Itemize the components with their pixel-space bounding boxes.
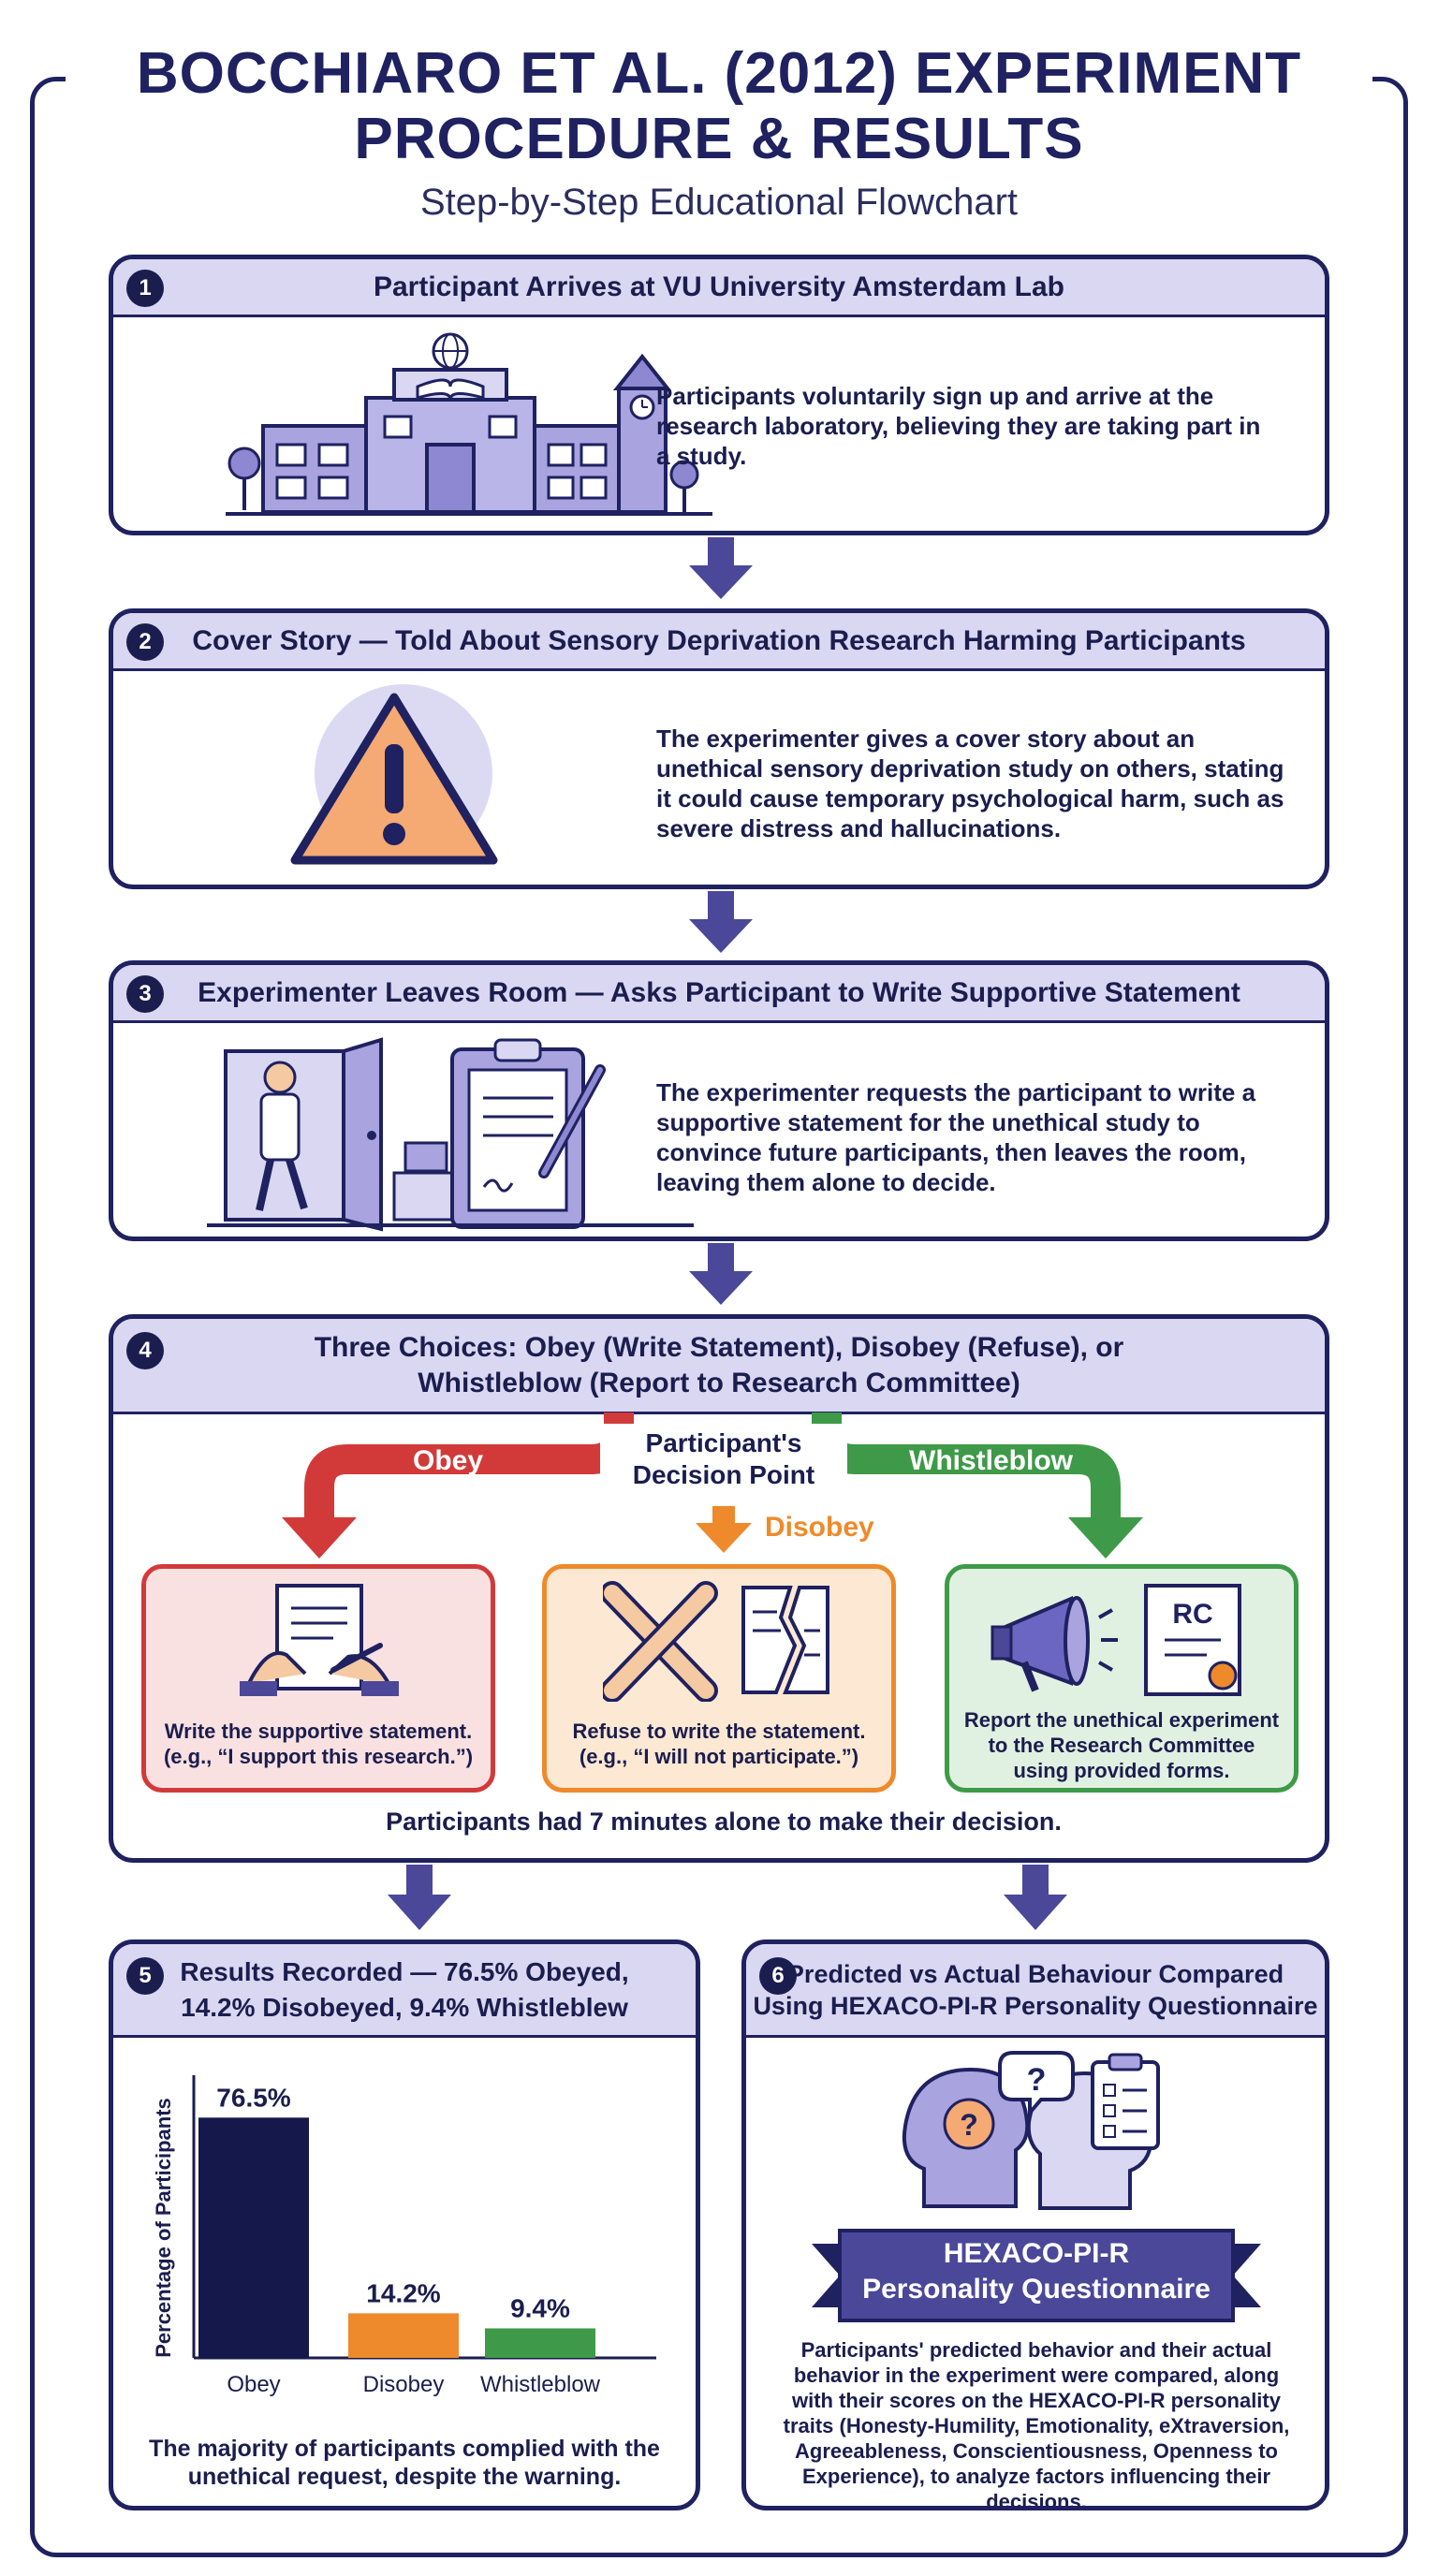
step-1-header: Participant Arrives at VU University Ams…: [113, 259, 1325, 317]
step-6-description: Participants' predicted behavior and the…: [756, 2337, 1317, 2510]
step-6-desc-line-5: Agreeableness, Conscientiousness, Openne…: [795, 2439, 1278, 2463]
bar-obey: [198, 2117, 309, 2358]
experimenter-clipboard-icon: [207, 1037, 694, 1232]
banner-line-2: Personality Questionnaire: [862, 2274, 1211, 2305]
rc-badge-text: RC: [1172, 1599, 1212, 1630]
step-1-card: Participant Arrives at VU University Ams…: [109, 255, 1329, 535]
step-5-number: 5: [126, 1957, 164, 1995]
arrow-down-icon: [1004, 1865, 1067, 1930]
whistleblow-choice-box: RC Report the unethical experiment to th…: [945, 1564, 1299, 1793]
questionnaire-banner: [812, 2229, 1261, 2322]
arrow-down-icon: [689, 537, 753, 599]
step-6-desc-line-1: Participants' predicted behavior and the…: [800, 2338, 1272, 2362]
step-4-title-line-2: Whistleblow (Report to Research Committe…: [418, 1367, 1020, 1398]
disobey-choice-box: Refuse to write the statement. (e.g., “I…: [542, 1564, 896, 1793]
arrow-down-icon: [388, 1865, 451, 1930]
whistleblow-text-line-3: using provided forms.: [1013, 1759, 1230, 1782]
step-3-card: Experimenter Leaves Room — Asks Particip…: [109, 960, 1329, 1241]
obey-text-line-1: Write the supportive statement.: [164, 1720, 473, 1743]
banner-line-1: HEXACO-PI-R: [943, 2238, 1130, 2269]
category-label-disobey: Disobey: [363, 2372, 445, 2397]
signing-document-icon: [240, 1584, 399, 1696]
whistleblow-text-line-1: Report the unethical experiment: [963, 1708, 1280, 1732]
step-1-title: Participant Arrives at VU University Ams…: [373, 271, 1065, 302]
step-3-header: Experimenter Leaves Room — Asks Particip…: [113, 965, 1325, 1023]
step-2-header: Cover Story — Told About Sensory Depriva…: [113, 613, 1325, 671]
step-4-number: 4: [126, 1332, 164, 1369]
step-3-number: 3: [126, 975, 164, 1013]
step-4-footer: Participants had 7 minutes alone to make…: [386, 1808, 1062, 1836]
value-label-obey: 76.5%: [216, 2083, 290, 2112]
step-6-header: Predicted vs Actual Behaviour Compared U…: [746, 1944, 1325, 2038]
obey-branch-label: Obey: [413, 1445, 484, 1476]
value-label-whistleblow: 9.4%: [510, 2293, 570, 2322]
step-5-card: Results Recorded — 76.5% Obeyed, 14.2% D…: [109, 1939, 700, 2510]
step-6-title-line-2: Using HEXACO-PI-R Personality Questionna…: [753, 1991, 1318, 2020]
arrow-down-icon: [689, 891, 753, 953]
step-6-desc-line-4: traits (Honesty-Humility, Emotionality, …: [783, 2414, 1290, 2437]
heads-questionnaire-icon: ? ?: [902, 2051, 1160, 2210]
bar-disobey: [348, 2313, 459, 2358]
results-bar-chart: 76.5% Obey 14.2% Disobey 9.4% Whistleblow: [192, 2075, 656, 2397]
step-2-card: Cover Story — Told About Sensory Depriva…: [109, 608, 1329, 889]
university-building-icon: [226, 332, 712, 516]
step-6-number: 6: [759, 1957, 797, 1995]
y-axis-label: Percentage of Participants: [152, 2098, 175, 2358]
banner-text: HEXACO-PI-R Personality Questionnaire: [840, 2236, 1233, 2307]
step-3-title: Experimenter Leaves Room — Asks Particip…: [198, 976, 1240, 1008]
step-6-desc-line-6: Experience), to analyze factors influenc…: [801, 2465, 1271, 2510]
step-2-description: The experimenter gives a cover story abo…: [656, 724, 1284, 842]
whistleblow-branch-label: Whistleblow: [909, 1445, 1073, 1476]
caption-line-2: unethical request, despite the warning.: [187, 2464, 622, 2490]
step-6-title-line-1: Predicted vs Actual Behaviour Compared: [786, 1959, 1284, 1988]
category-label-obey: Obey: [227, 2372, 280, 2397]
obey-choice-text: Write the supportive statement. (e.g., “…: [146, 1719, 491, 1769]
step-5-header: Results Recorded — 76.5% Obeyed, 14.2% D…: [113, 1944, 696, 2038]
step-3-description: The experimenter requests the participan…: [656, 1078, 1256, 1196]
disobey-branch-label: Disobey: [765, 1512, 874, 1543]
decision-line-2: Decision Point: [632, 1460, 815, 1489]
obey-choice-box: Write the supportive statement. (e.g., “…: [141, 1564, 495, 1793]
megaphone-certificate-icon: RC: [990, 1584, 1241, 1696]
page-title: BOCCHIARO ET AL. (2012) EXPERIMENT PROCE…: [0, 41, 1438, 172]
arrow-down-icon: [689, 1243, 753, 1305]
decision-line-1: Participant's: [645, 1428, 802, 1457]
step-4-card: Three Choices: Obey (Write Statement), D…: [109, 1314, 1329, 1863]
title-line-2: PROCEDURE & RESULTS: [354, 107, 1084, 171]
svg-text:?: ?: [960, 2108, 978, 2142]
title-background: [66, 28, 1372, 178]
whistleblow-choice-text: Report the unethical experiment to the R…: [949, 1707, 1294, 1783]
step-1-number: 1: [126, 270, 164, 307]
page-subtitle: Step-by-Step Educational Flowchart: [419, 182, 1019, 223]
caption-line-1: The majority of participants complied wi…: [149, 2436, 660, 2462]
svg-text:?: ?: [1027, 2062, 1047, 2098]
value-label-disobey: 14.2%: [366, 2278, 440, 2307]
title-line-1: BOCCHIARO ET AL. (2012) EXPERIMENT: [136, 41, 1302, 106]
bar-whistleblow: [485, 2328, 595, 2358]
warning-triangle-icon: [290, 684, 498, 865]
disobey-text-line-1: Refuse to write the statement.: [572, 1720, 866, 1743]
step-5-title-line-1: Results Recorded — 76.5% Obeyed,: [180, 1956, 629, 1986]
step-2-number: 2: [126, 623, 164, 661]
crossed-arms-torn-paper-icon: [603, 1581, 829, 1702]
whistleblow-text-line-2: to the Research Committee: [988, 1734, 1255, 1757]
category-label-whistleblow: Whistleblow: [480, 2372, 601, 2397]
step-6-desc-line-3: with their scores on the HEXACO-PI-R per…: [792, 2389, 1281, 2412]
disobey-choice-text: Refuse to write the statement. (e.g., “I…: [547, 1719, 891, 1769]
step-6-desc-line-2: behavior in the experiment were compared…: [793, 2364, 1280, 2387]
step-5-title-line-2: 14.2% Disobeyed, 9.4% Whistleblew: [181, 1992, 628, 2022]
step-6-card: Predicted vs Actual Behaviour Compared U…: [741, 1939, 1329, 2510]
step-4-title-line-1: Three Choices: Obey (Write Statement), D…: [314, 1331, 1124, 1363]
step-2-title: Cover Story — Told About Sensory Depriva…: [192, 624, 1246, 656]
step-5-caption: The majority of participants complied wi…: [113, 2435, 696, 2491]
obey-text-line-2: (e.g., “I support this research.”): [163, 1745, 474, 1768]
step-1-description: Participants voluntarily sign up and arr…: [656, 382, 1261, 470]
step-4-header: Three Choices: Obey (Write Statement), D…: [113, 1319, 1325, 1414]
disobey-text-line-2: (e.g., “I will not participate.”): [579, 1745, 859, 1768]
decision-point-label: Participant's Decision Point: [600, 1424, 847, 1495]
